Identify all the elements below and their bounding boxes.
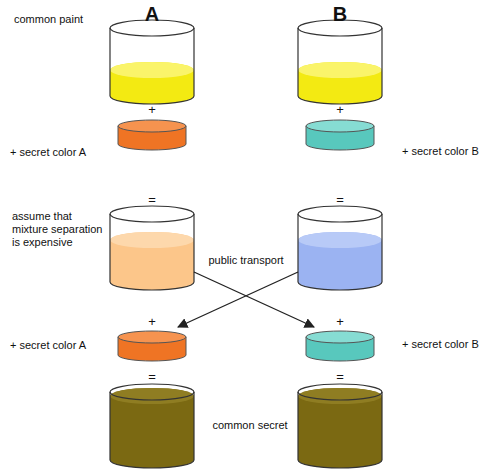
label-slot: + [148, 100, 156, 118]
equals-sign: = [336, 369, 344, 385]
label-slot: public transport [206, 250, 285, 268]
result-label: common secret [212, 419, 287, 432]
label-slot: assume that mixture separation is expens… [12, 210, 104, 250]
label-slot: + [148, 312, 156, 330]
label-slot: + [336, 100, 344, 118]
transport-label: public transport [206, 254, 285, 267]
label-slot: B [333, 2, 347, 26]
paint-can [298, 206, 382, 290]
equals-sign: = [336, 192, 344, 208]
ingredient-label: + secret color A [10, 339, 86, 352]
plus-sign: + [336, 102, 344, 118]
label-slot: + secret color B [402, 141, 479, 159]
transport-arrow [178, 272, 298, 327]
label-slot: + secret color B [402, 334, 479, 352]
label-slot: + [336, 312, 344, 330]
paint-can [110, 206, 194, 290]
label-slot: A [145, 2, 159, 26]
transport-arrow [194, 272, 314, 327]
column-heading: B [333, 2, 347, 26]
color-disk [306, 331, 374, 361]
ingredient-label: + secret color A [10, 146, 86, 159]
label-slot: + secret color A [10, 142, 86, 160]
equals-sign: = [148, 369, 156, 385]
label-slot: = [148, 190, 156, 208]
plus-sign: + [148, 102, 156, 118]
color-disk [118, 331, 186, 361]
label-slot: = [336, 190, 344, 208]
paint-can [298, 384, 382, 468]
equals-sign: = [148, 192, 156, 208]
color-disk [118, 120, 186, 150]
color-disk [306, 120, 374, 150]
label-slot: common secret [212, 415, 287, 433]
label-slot: common paint [14, 9, 83, 27]
plus-sign: + [148, 314, 156, 330]
ingredient-label: + secret color B [402, 338, 479, 351]
label-slot: = [148, 367, 156, 385]
column-heading: A [145, 2, 159, 26]
paint-can [110, 384, 194, 468]
label-slot: + secret color A [10, 335, 86, 353]
label-slot: = [336, 367, 344, 385]
ingredient-label: + secret color B [402, 145, 479, 158]
note-label: common paint [14, 13, 83, 26]
paint-can [298, 20, 382, 104]
plus-sign: + [336, 314, 344, 330]
note-label: assume that mixture separation is expens… [12, 210, 104, 250]
paint-can [110, 20, 194, 104]
